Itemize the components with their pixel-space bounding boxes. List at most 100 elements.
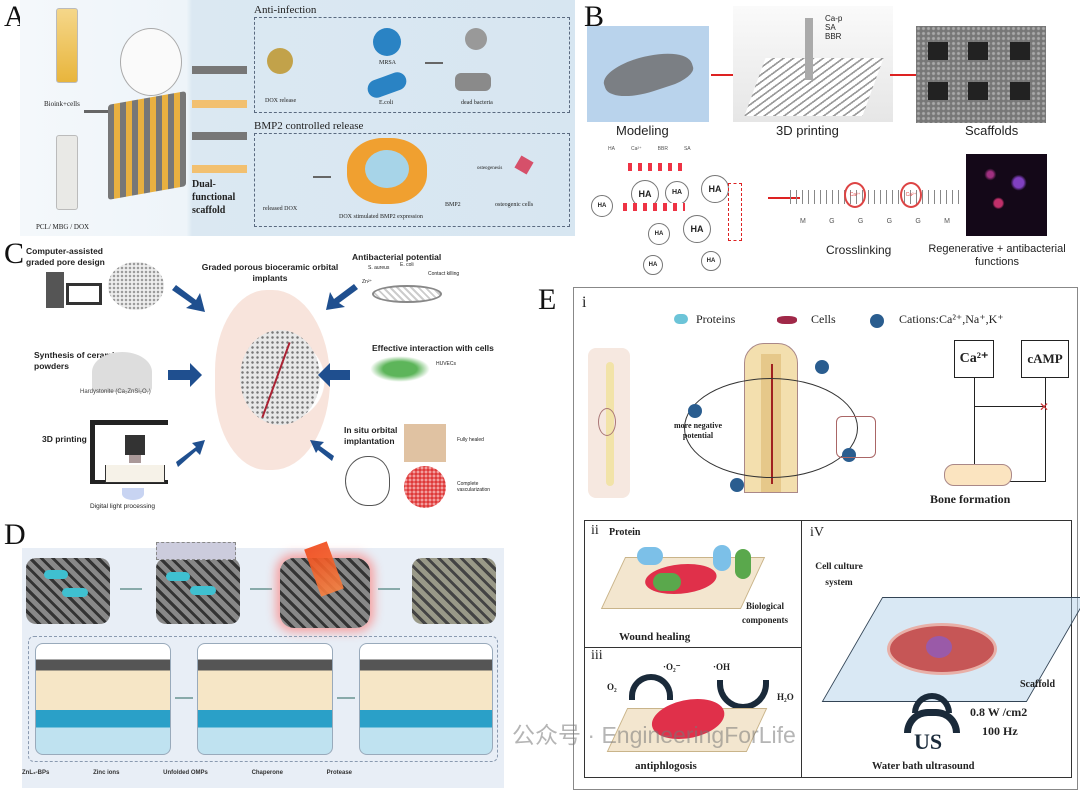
huvecs-label: HUVECs [436,361,457,367]
hardystonite-label: Hardystonite (Ca₂ZnSi₂O₇) [80,389,151,395]
blue-arrow-icon [310,440,334,461]
ha-particle: HA [665,181,689,205]
panel-label-b: B [584,0,605,33]
subpanel-iv: iV Cell culture system Scaffold 0.8 W /c… [802,520,1080,778]
subpanel-ii: ii Protein Biological components Wound h… [584,520,802,648]
legend-znl2-bps: ZnL₂-BPs [22,770,50,776]
bmp2-release-title: BMP2 controlled release [254,120,364,132]
legend-ha: HA [608,146,615,152]
dlp-printer [90,420,168,484]
water-bath-title: Water bath ultrasound [872,761,975,772]
monomer: M [944,218,950,225]
printing-label: 3D printing [776,123,839,138]
cell-culture-label: Cell culture system [815,562,863,588]
cation-icon [730,478,744,492]
legend-sa: SA [683,146,691,152]
red-arrow-icon [768,197,800,199]
antibacterial-disc [372,285,442,303]
sub-label-iii: iii [591,648,603,663]
ha-particle: HA [701,175,729,203]
protein-blob [637,547,663,565]
ecoli-label: E.coli [379,100,394,106]
panel-d: ZnL₂-BPs Zinc ions Unfolded OMPs Chapero… [22,541,504,788]
fluorescence-image [966,154,1047,236]
vascularization-photo [404,466,446,508]
legend-ca: Ca²⁺ [630,146,642,152]
subpanel-iii: iii O₂ ·O₂⁻ ·OH H₂O antiphlogosis [584,648,802,778]
legend-unfolded-omps: Unfolded OMPs [163,770,208,776]
proteins-legend: Proteins [696,312,736,326]
ca-box: Ca²⁺ [954,340,994,378]
sub-label-i: i [582,294,587,311]
powder-pile [92,352,152,392]
ha-particle: HA [648,223,670,245]
membrane-stage-2 [197,643,333,755]
orbital-implant [215,290,330,470]
reaction-arrow-icon [717,680,769,710]
cation-icon [870,314,884,328]
monomer: G [857,218,864,225]
red-arrow-icon [890,74,922,76]
interaction-label: Effective interaction with cells [372,343,494,353]
panel-label-e: E [538,283,557,316]
c-printing-label: 3D printing [42,434,87,444]
hydroxyl-label: ·OH [713,662,731,672]
panel-a: Bioink+cells PCL/ MBG / DOX Dual-functio… [20,0,575,236]
wound-healing-title: Wound healing [619,631,691,643]
arrow-icon [337,697,355,699]
cell-illustration [347,138,427,204]
ultrasound-wave-icon [912,693,952,713]
protein-blob [735,549,751,579]
anti-infection-title: Anti-infection [254,4,317,16]
monomer: G [829,218,835,225]
legend-protease: Protease [326,770,352,776]
mrsa-label: MRSA [379,60,397,66]
healed-label: Fully healed [457,437,484,443]
ca-ion: Ca²⁺ [900,182,922,208]
panel-label-d: D [4,518,26,551]
crosslinking-label: Crosslinking [826,243,892,257]
us-label: US [914,729,943,754]
modeling-label: Modeling [616,123,669,138]
red-arrow-icon [711,74,753,76]
connector-line [1045,378,1046,482]
legend-bbr: BBR [657,146,668,152]
mechanism-box [28,636,498,762]
bioink-label: Bioink+cells [44,100,80,108]
antiphlogosis-title: antiphlogosis [635,760,697,772]
bioink-fiber [192,165,247,173]
protein-blob [713,545,731,571]
monomer: G [915,218,921,225]
dox-release-label: DOX release [265,98,297,104]
synthesis-label: Synthesis of ceramic powders [34,350,120,371]
printing-image: Ca-p SA BBR [733,6,893,122]
ca-ion: Ca²⁺ [844,182,866,208]
pcl-fiber [192,66,247,74]
protein-icon [674,314,688,324]
blue-arrow-icon [172,285,205,312]
biological-components-label: Biological components [741,601,788,625]
ink-ca-p: Ca-p [825,14,843,23]
legend-chaperone: Chaperone [251,770,283,776]
osteogenesis-label: osteogenesis [477,166,503,171]
zoom-circle [120,28,182,96]
dead-bacteria-label: dead bacteria [461,100,493,106]
ink-sa: SA [825,23,836,32]
arrow-icon [120,588,142,590]
arrow-icon [425,62,443,64]
negative-potential-label: more negative potential [673,421,723,440]
monitor-icon [66,283,102,305]
scaffold-irradiated [280,541,370,628]
blue-arrow-icon [168,363,202,387]
computer-icon [46,272,64,308]
dox-stimulated-label: DOX stimulated BMP2 expression [339,214,423,220]
dlp-label: Digital light processing [90,503,156,510]
rabbit-icon [345,456,390,506]
cation-icon [842,448,856,462]
inset-detail [156,542,236,560]
arrow-icon [175,697,193,699]
leg-illustration [588,348,630,498]
ca-chain [628,163,683,171]
connector-line [992,481,1045,482]
